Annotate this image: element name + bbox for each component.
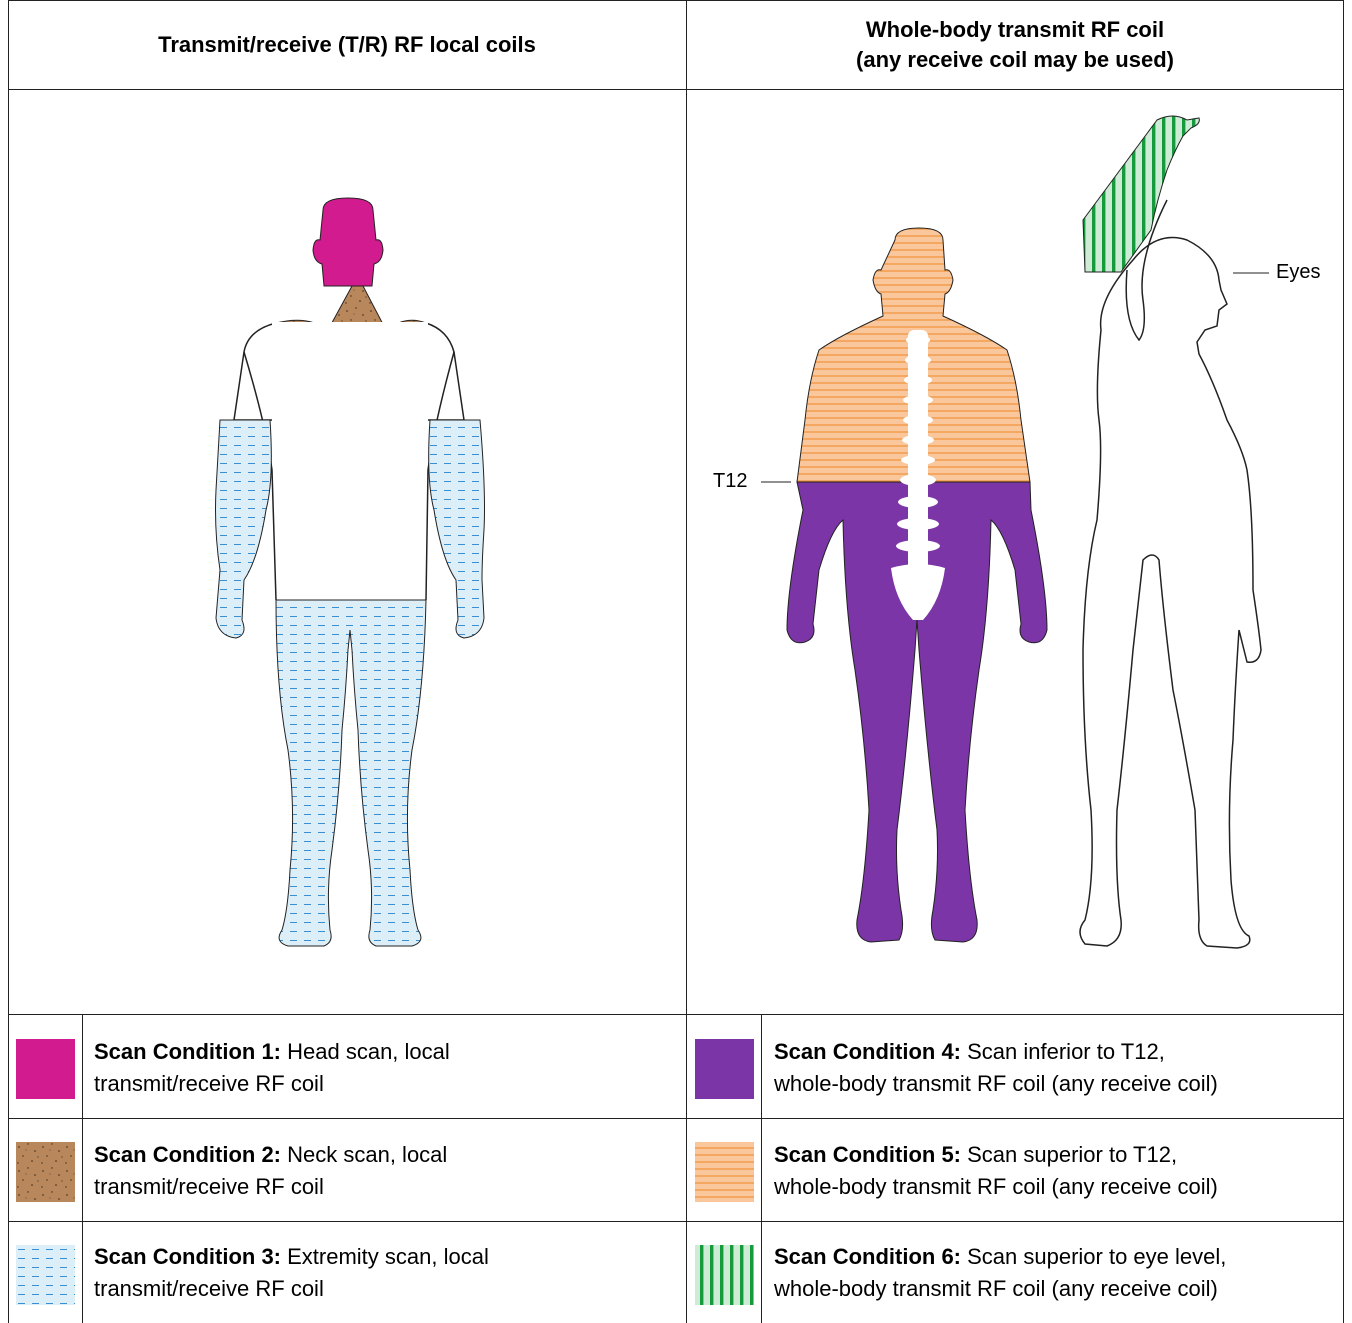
legend-desc-line1: Head scan, local — [287, 1039, 450, 1064]
legend-condition-4: Scan Condition 4: Scan inferior to T12, … — [774, 1036, 1218, 1100]
head-region — [313, 198, 383, 286]
swatch-condition-1 — [16, 1039, 75, 1099]
swatch-condition-4 — [695, 1039, 754, 1099]
legs-region — [276, 600, 426, 946]
legend-top-divider — [8, 1014, 1344, 1015]
legend-desc-line2: whole-body transmit RF coil (any receive… — [774, 1174, 1218, 1199]
legend-title: Scan Condition 4: — [774, 1039, 961, 1064]
legend-desc-line2: transmit/receive RF coil — [94, 1071, 324, 1096]
legend-left-swatch-divider — [82, 1014, 83, 1323]
legend-condition-3: Scan Condition 3: Extremity scan, local … — [94, 1241, 489, 1305]
legend-desc-line1: Extremity scan, local — [287, 1244, 489, 1269]
arm-above-eyes-region — [1083, 116, 1199, 272]
left-body-illustration — [8, 90, 686, 1014]
swatch-condition-6 — [695, 1245, 754, 1305]
swatch-condition-5 — [695, 1142, 754, 1202]
eyes-label: Eyes — [1276, 261, 1320, 284]
swatch-condition-2 — [16, 1142, 75, 1202]
left-arm-region — [216, 420, 272, 638]
legend-title: Scan Condition 6: — [774, 1244, 961, 1269]
left-header-text: Transmit/receive (T/R) RF local coils — [158, 30, 536, 60]
legend-desc-line1: Neck scan, local — [287, 1142, 447, 1167]
swatch-condition-3 — [16, 1245, 75, 1305]
legend-condition-1: Scan Condition 1: Head scan, local trans… — [94, 1036, 450, 1100]
legend-title: Scan Condition 1: — [94, 1039, 281, 1064]
legend-row-divider-2 — [8, 1221, 1344, 1222]
legend-desc-line2: whole-body transmit RF coil (any receive… — [774, 1071, 1218, 1096]
legend-title: Scan Condition 2: — [94, 1142, 281, 1167]
right-arm-region — [429, 420, 485, 638]
legend-row-divider-1 — [8, 1118, 1344, 1119]
left-header: Transmit/receive (T/R) RF local coils — [8, 0, 686, 89]
right-header: Whole-body transmit RF coil (any receive… — [686, 0, 1344, 89]
legend-condition-5: Scan Condition 5: Scan superior to T12, … — [774, 1139, 1218, 1203]
side-body-outline — [1080, 238, 1261, 949]
legend-condition-2: Scan Condition 2: Neck scan, local trans… — [94, 1139, 447, 1203]
legend-desc-line1: Scan inferior to T12, — [967, 1039, 1165, 1064]
legend-condition-6: Scan Condition 6: Scan superior to eye l… — [774, 1241, 1226, 1305]
legend-desc-line2: transmit/receive RF coil — [94, 1276, 324, 1301]
right-header-line1: Whole-body transmit RF coil — [866, 15, 1164, 45]
legend-desc-line2: transmit/receive RF coil — [94, 1174, 324, 1199]
legend-desc-line2: whole-body transmit RF coil (any receive… — [774, 1276, 1218, 1301]
right-header-line2: (any receive coil may be used) — [856, 45, 1174, 75]
right-body-illustration — [687, 90, 1344, 1014]
legend-title: Scan Condition 3: — [94, 1244, 281, 1269]
legend-desc-line1: Scan superior to T12, — [967, 1142, 1177, 1167]
legend-right-swatch-divider — [761, 1014, 762, 1323]
legend-desc-line1: Scan superior to eye level, — [967, 1244, 1226, 1269]
t12-label: T12 — [713, 470, 747, 493]
legend-title: Scan Condition 5: — [774, 1142, 961, 1167]
